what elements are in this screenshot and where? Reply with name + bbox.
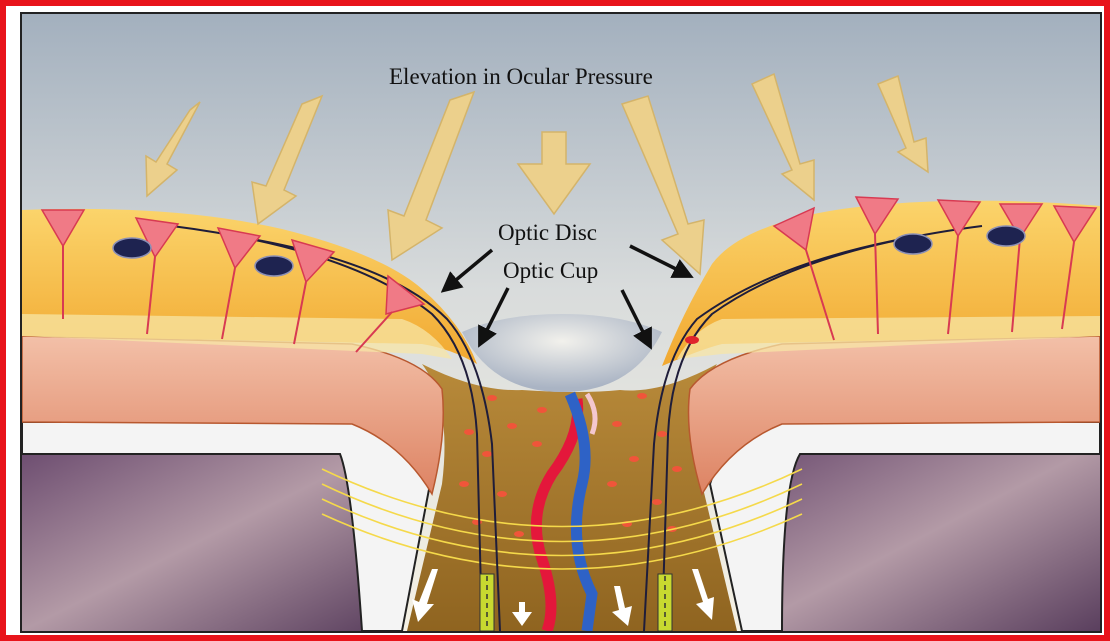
optic-nerve-diagram: Elevation in Ocular Pressure Optic Disc … <box>22 14 1100 631</box>
orbital-tissue-left <box>22 444 392 631</box>
pressure-label: Elevation in Ocular Pressure <box>389 64 653 89</box>
hemorrhage-dot <box>685 336 699 344</box>
optic-cup-label: Optic Cup <box>503 258 598 283</box>
diagram-canvas: Elevation in Ocular Pressure Optic Disc … <box>20 12 1102 633</box>
optic-disc-label: Optic Disc <box>498 220 597 245</box>
